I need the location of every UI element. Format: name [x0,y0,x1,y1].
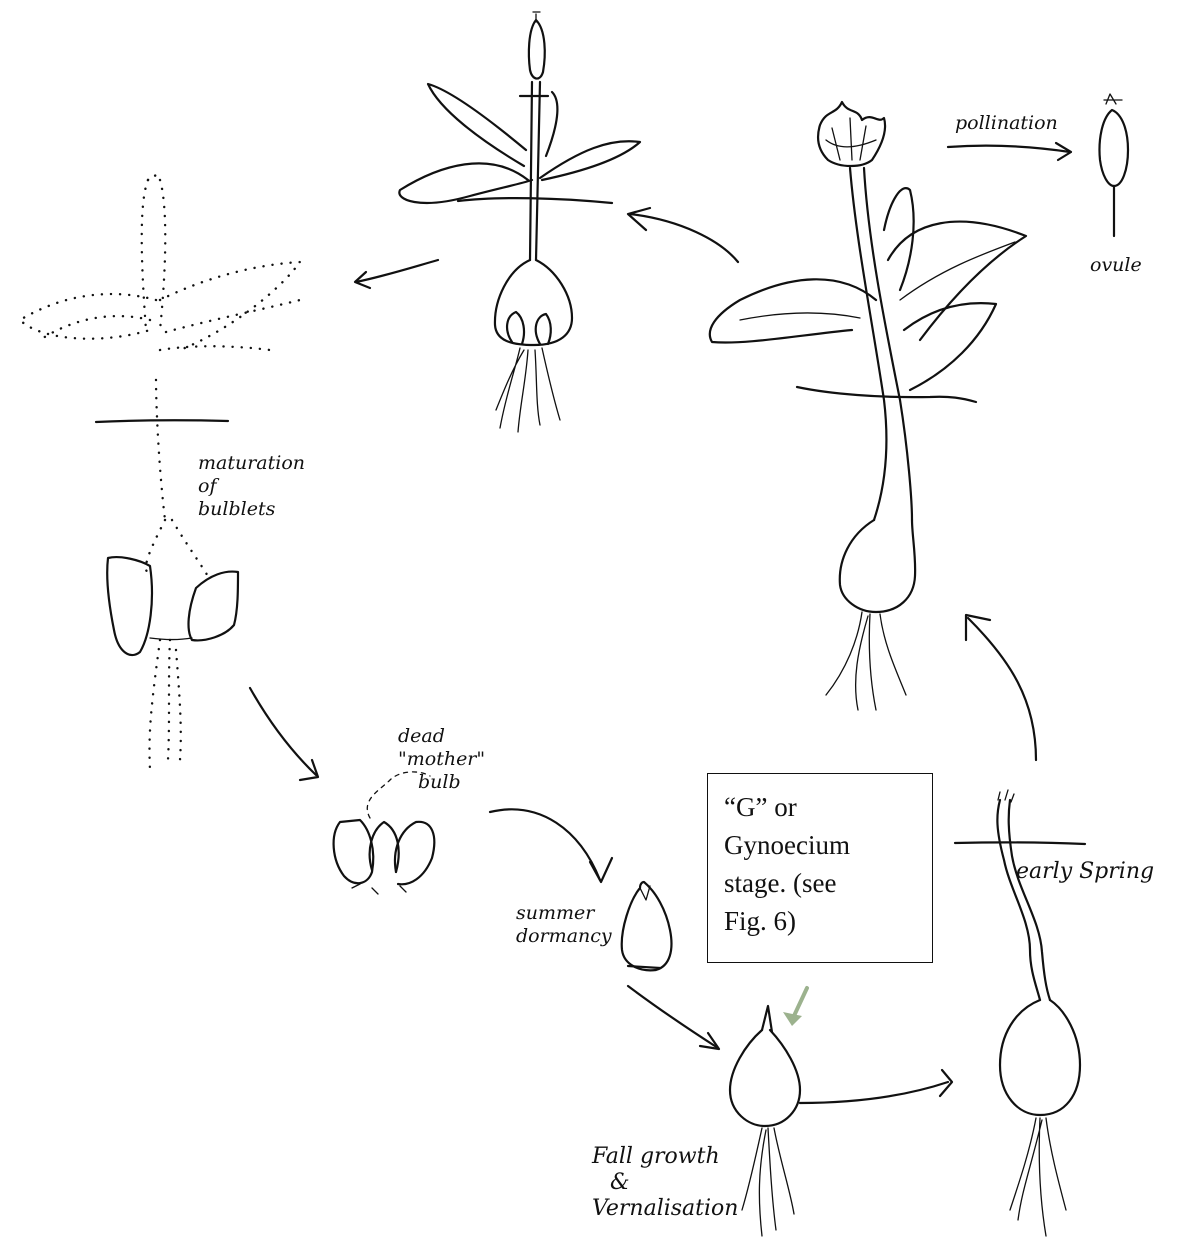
plant-with-new-bulb [399,12,640,432]
maturation-label-line-3: bulblets [198,498,305,521]
fall-growth-label: Fall growth & Vernalisation [592,1144,738,1222]
maturing-bulblets [107,557,238,655]
fall-label-line-3: Vernalisation [592,1196,738,1222]
fall-label-line-1: Fall growth [592,1144,738,1170]
ovule-label: ovule [1090,254,1142,277]
dead-label-line-2: "mother" [398,748,485,771]
maturation-label-line-2: of [198,475,305,498]
maturation-label: maturation of bulblets [198,452,305,521]
dormant-bulb [622,882,672,970]
callout-line-2: Gynoecium [724,826,920,864]
early-spring-sprout [955,790,1085,1236]
fall-growth-bulb [730,1006,800,1236]
fall-label-line-2: & [592,1170,738,1196]
summer-label-line-2: dormancy [516,925,612,948]
dead-label-line-3: bulb [398,771,485,794]
callout-line-1: “G” or [724,788,920,826]
summer-dormancy-label: summer dormancy [516,902,612,948]
summer-label-line-1: summer [516,902,612,925]
maturation-label-line-1: maturation [198,452,305,475]
callout-arrow [783,988,807,1026]
dead-mother-bulb-label: dead "mother" bulb [398,725,485,794]
dead-label-line-1: dead [398,725,485,748]
flowering-plant [710,102,1026,710]
pollination-label: pollination [955,112,1058,135]
gynoecium-stage-callout: “G” or Gynoecium stage. (see Fig. 6) [707,773,933,963]
early-spring-label: early Spring [1016,860,1154,883]
callout-line-3: stage. (see [724,864,920,902]
callout-line-4: Fig. 6) [724,902,920,940]
